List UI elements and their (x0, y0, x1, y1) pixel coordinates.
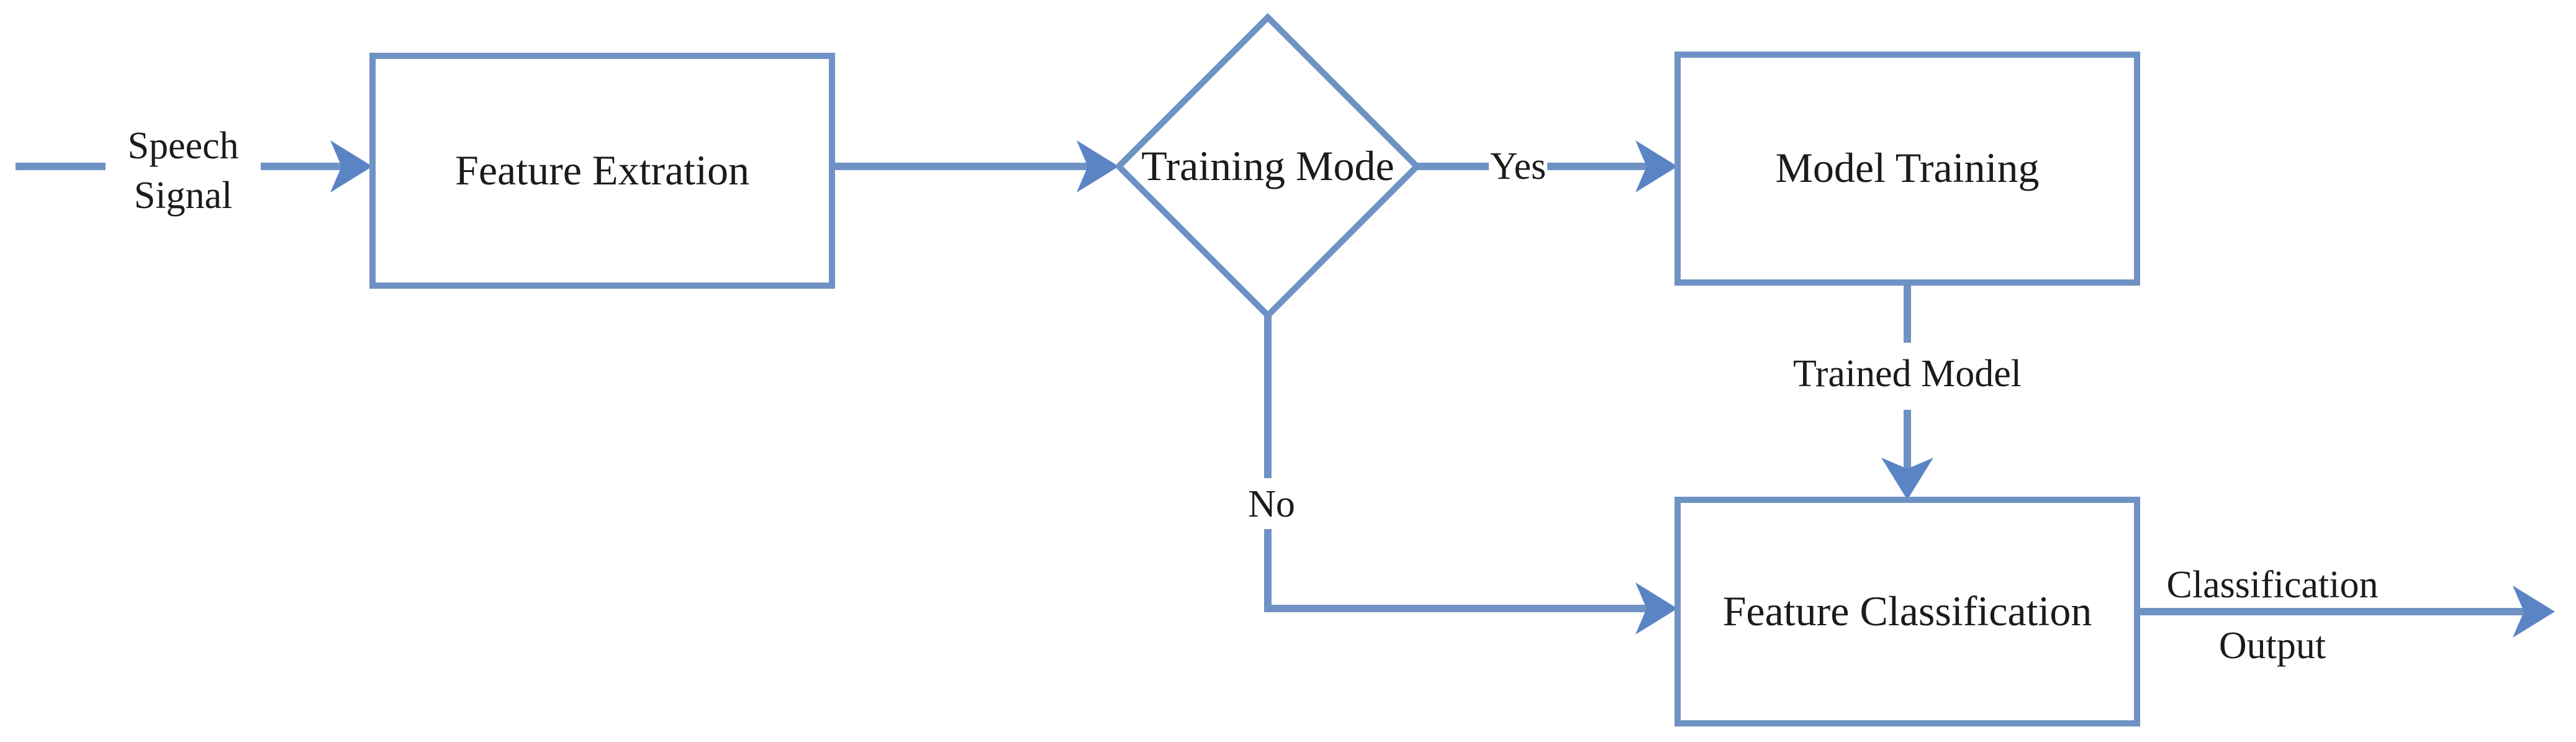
yes-edge-label: Yes (1490, 145, 1546, 188)
yes-arrowhead-icon (1635, 140, 1678, 192)
output-arrowhead-icon (2513, 586, 2555, 638)
input-arrowhead-icon (330, 140, 373, 192)
feature-classification-box (1674, 497, 2140, 726)
trained-model-edge-label: Trained Model (1793, 353, 2022, 395)
feature-classification-label: Feature Classification (1723, 587, 2092, 635)
extraction-to-decision-arrowhead-icon (1077, 140, 1119, 192)
model-training-label: Model Training (1775, 144, 2039, 191)
no-arrowhead-icon (1635, 582, 1678, 635)
output-edge-label-line1: Classification (2167, 564, 2379, 606)
trained-model-arrowhead-icon (1881, 458, 1933, 500)
feature-extraction-label: Feature Extration (455, 147, 749, 194)
model-training-box (1674, 52, 2140, 286)
input-edge-label-line2: Signal (134, 174, 232, 217)
no-edge-label: No (1248, 483, 1295, 525)
no-edge-segment-2 (1264, 529, 1647, 612)
output-edge-label-line2: Output (2219, 625, 2326, 667)
feature-extraction-box (369, 53, 835, 289)
training-mode-label: Training Mode (1141, 142, 1394, 189)
input-edge-label-line1: Speech (127, 125, 238, 167)
